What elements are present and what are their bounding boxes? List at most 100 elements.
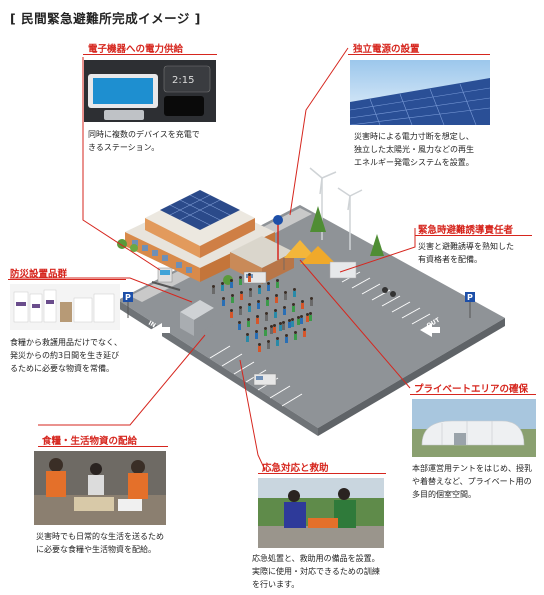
person-figure (267, 285, 270, 291)
svg-text:P: P (125, 293, 131, 302)
person-head (256, 315, 259, 318)
goods-underline (8, 279, 126, 280)
person-head (291, 318, 294, 321)
charging-desc: 同時に複数のデバイスを充電で きるステーション。 (88, 130, 200, 152)
person-head (294, 331, 297, 334)
person-head (273, 324, 276, 327)
person-head (258, 285, 261, 288)
supply-booths (180, 300, 214, 336)
person-figure (257, 303, 260, 309)
power-label: 独立電源の設置 (353, 44, 420, 55)
person-figure (279, 325, 282, 331)
person-figure (239, 279, 242, 285)
rescue-underline (258, 473, 386, 474)
rescue-photo (258, 478, 384, 548)
person-figure (212, 288, 215, 294)
person-head (248, 303, 251, 306)
person-figure (275, 297, 278, 303)
charging-label: 電子機器への電力供給 (88, 44, 184, 55)
person-figure (288, 322, 291, 328)
person-head (258, 343, 261, 346)
power-photo (350, 60, 490, 125)
charging-station-kiosk (151, 267, 181, 291)
person-figure (274, 312, 277, 318)
person-figure (273, 327, 276, 333)
person-head (276, 337, 279, 340)
person-figure (266, 300, 269, 306)
person-figure (267, 343, 270, 349)
person-figure (248, 276, 251, 282)
charging-underline (83, 54, 217, 55)
person-head (303, 328, 306, 331)
person-head (275, 294, 278, 297)
person-head (267, 282, 270, 285)
person-head (284, 291, 287, 294)
rescue-desc: 応急処置と、救助用の備品を設置。 実際に使用・対応できるための訓練 を行います。 (252, 554, 380, 589)
signage-pole (273, 215, 283, 260)
wind-turbine-2 (337, 187, 363, 250)
person-head (270, 325, 273, 328)
person-head (246, 333, 249, 336)
in-road-label: IN (147, 320, 157, 330)
person-head (283, 306, 286, 309)
person-head (276, 279, 279, 282)
food-label: 食糧・生活物資の配給 (42, 436, 138, 447)
person-head (248, 273, 251, 276)
person-head (238, 321, 241, 324)
lot-edge-left (118, 300, 318, 436)
power-desc: 災害時による電力寸断を想定し、 独立した太陽光・風力などの再生 エネルギー発電シ… (354, 132, 474, 167)
person-head (285, 334, 288, 337)
food-underline (38, 446, 168, 447)
person-head (231, 294, 234, 297)
person-figure (265, 315, 268, 321)
person-figure (255, 333, 258, 339)
person-figure (239, 309, 242, 315)
private-area-tent (329, 261, 357, 279)
person-head (274, 309, 277, 312)
svg-text:P: P (467, 293, 473, 302)
road-arrows (150, 323, 440, 337)
lot-edge-right (318, 318, 505, 436)
person-head (282, 321, 285, 324)
leader-desc: 災害と避難誘導を熟知した 有資格者を配備。 (418, 242, 514, 264)
person-figure (258, 288, 261, 294)
charging-photo: 2:15 (84, 60, 216, 122)
parking-sign-left: P (123, 292, 133, 318)
person-head (279, 322, 282, 325)
person-figure (258, 346, 261, 352)
person-figure (249, 291, 252, 297)
person-figure (301, 303, 304, 309)
person-figure (309, 315, 312, 321)
person-figure (293, 291, 296, 297)
page-title: [ 民間緊急避難所完成イメージ ] (10, 11, 201, 26)
person-figure (282, 324, 285, 330)
person-figure (285, 337, 288, 343)
person-figure (238, 324, 241, 330)
person-figure (221, 285, 224, 291)
person-head (309, 312, 312, 315)
goods-label: 防災設置品群 (10, 269, 68, 280)
leader-label: 緊急時避難誘導責任者 (418, 225, 514, 236)
person-head (300, 315, 303, 318)
person-figure (247, 321, 250, 327)
person-head (301, 300, 304, 303)
power-underline (348, 54, 490, 55)
leader-lines (10, 47, 416, 471)
person-head (239, 276, 242, 279)
person-figure (240, 294, 243, 300)
person-figure (297, 319, 300, 325)
person-figure (303, 331, 306, 337)
person-head (265, 312, 268, 315)
person-head (257, 300, 260, 303)
parking-sign-right: P (465, 292, 475, 318)
person-head (292, 303, 295, 306)
person-head (230, 309, 233, 312)
person-head (293, 288, 296, 291)
person-figure (230, 312, 233, 318)
food-desc: 災害時でも日常的な生活を送るため に必要な食糧や生活物資を配給。 (36, 532, 164, 554)
person-head (221, 282, 224, 285)
person-figure (294, 334, 297, 340)
person-figure (300, 318, 303, 324)
person-head (222, 297, 225, 300)
